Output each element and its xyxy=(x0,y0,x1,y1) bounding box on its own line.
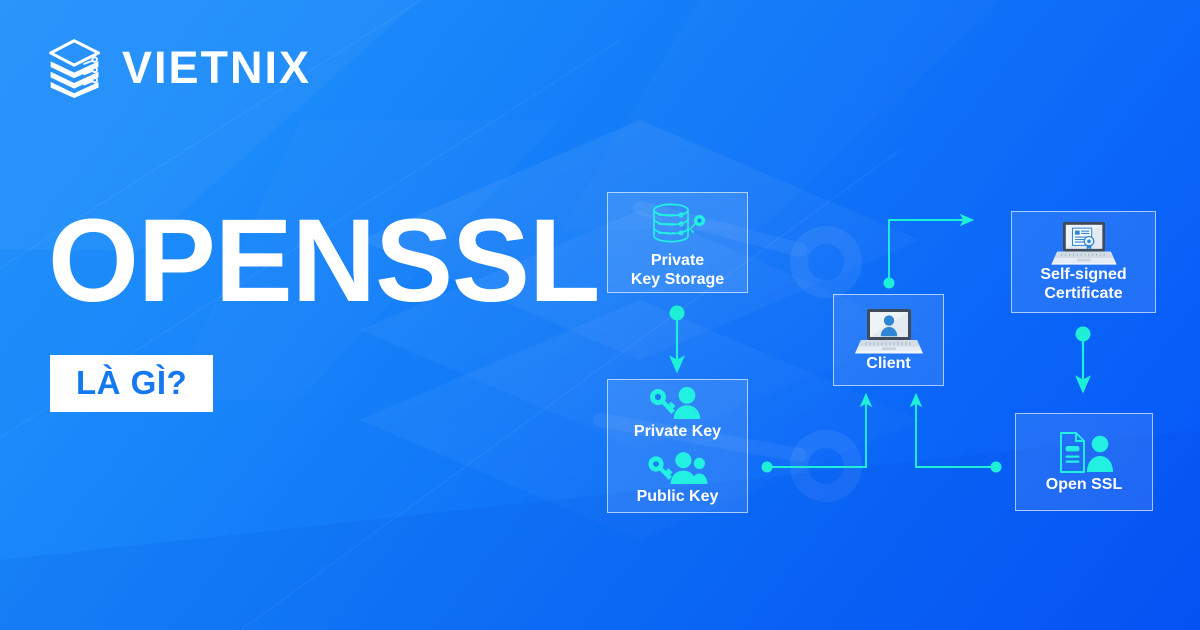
diagram-node-self-signed-certificate[interactable]: Self-signed Certificate xyxy=(1011,211,1156,313)
connector-certificate-to-openssl xyxy=(1075,326,1091,394)
laptop-certificate-icon xyxy=(1050,222,1117,266)
page-title: OPENSSL xyxy=(48,195,600,327)
brand-name: VIETNIX xyxy=(122,41,312,93)
diagram-node-label: Public Key xyxy=(636,487,719,505)
diagram-node-key-pair[interactable]: Private Key Public Key xyxy=(607,379,748,513)
laptop-user-icon xyxy=(854,308,923,354)
diagram-node-label: Client xyxy=(866,354,911,372)
connector-openssl-to-client xyxy=(909,392,1002,473)
connector-pks-to-keypair xyxy=(669,305,685,374)
diagram-node-label: Open SSL xyxy=(1045,475,1123,493)
diagram-node-label: Private Key Storage xyxy=(630,252,725,288)
document-person-icon xyxy=(1060,431,1113,473)
database-key-icon xyxy=(652,204,705,243)
key-group-people-icon xyxy=(647,451,707,484)
diagram-node-label: Private Key xyxy=(633,422,722,440)
diagram-node-open-ssl[interactable]: Open SSL xyxy=(1015,413,1153,511)
key-pair-row-public: Public Key xyxy=(636,451,719,507)
key-pair-row-private: Private Key xyxy=(634,386,721,442)
connector-client-to-certificate xyxy=(883,213,975,289)
subtitle-badge-label: LÀ GÌ? xyxy=(76,364,188,401)
subtitle-badge: LÀ GÌ? xyxy=(50,355,214,412)
brand-logo[interactable]: VIETNIX xyxy=(46,36,311,98)
diagram-node-label: Self-signed Certificate xyxy=(1040,266,1127,302)
diagram-node-client[interactable]: Client xyxy=(833,294,944,386)
diagram-node-private-key-storage[interactable]: Private Key Storage xyxy=(607,192,748,293)
connector-keypair-to-client xyxy=(761,392,873,473)
stacked-layers-icon xyxy=(49,39,100,98)
key-single-person-icon xyxy=(650,386,701,419)
